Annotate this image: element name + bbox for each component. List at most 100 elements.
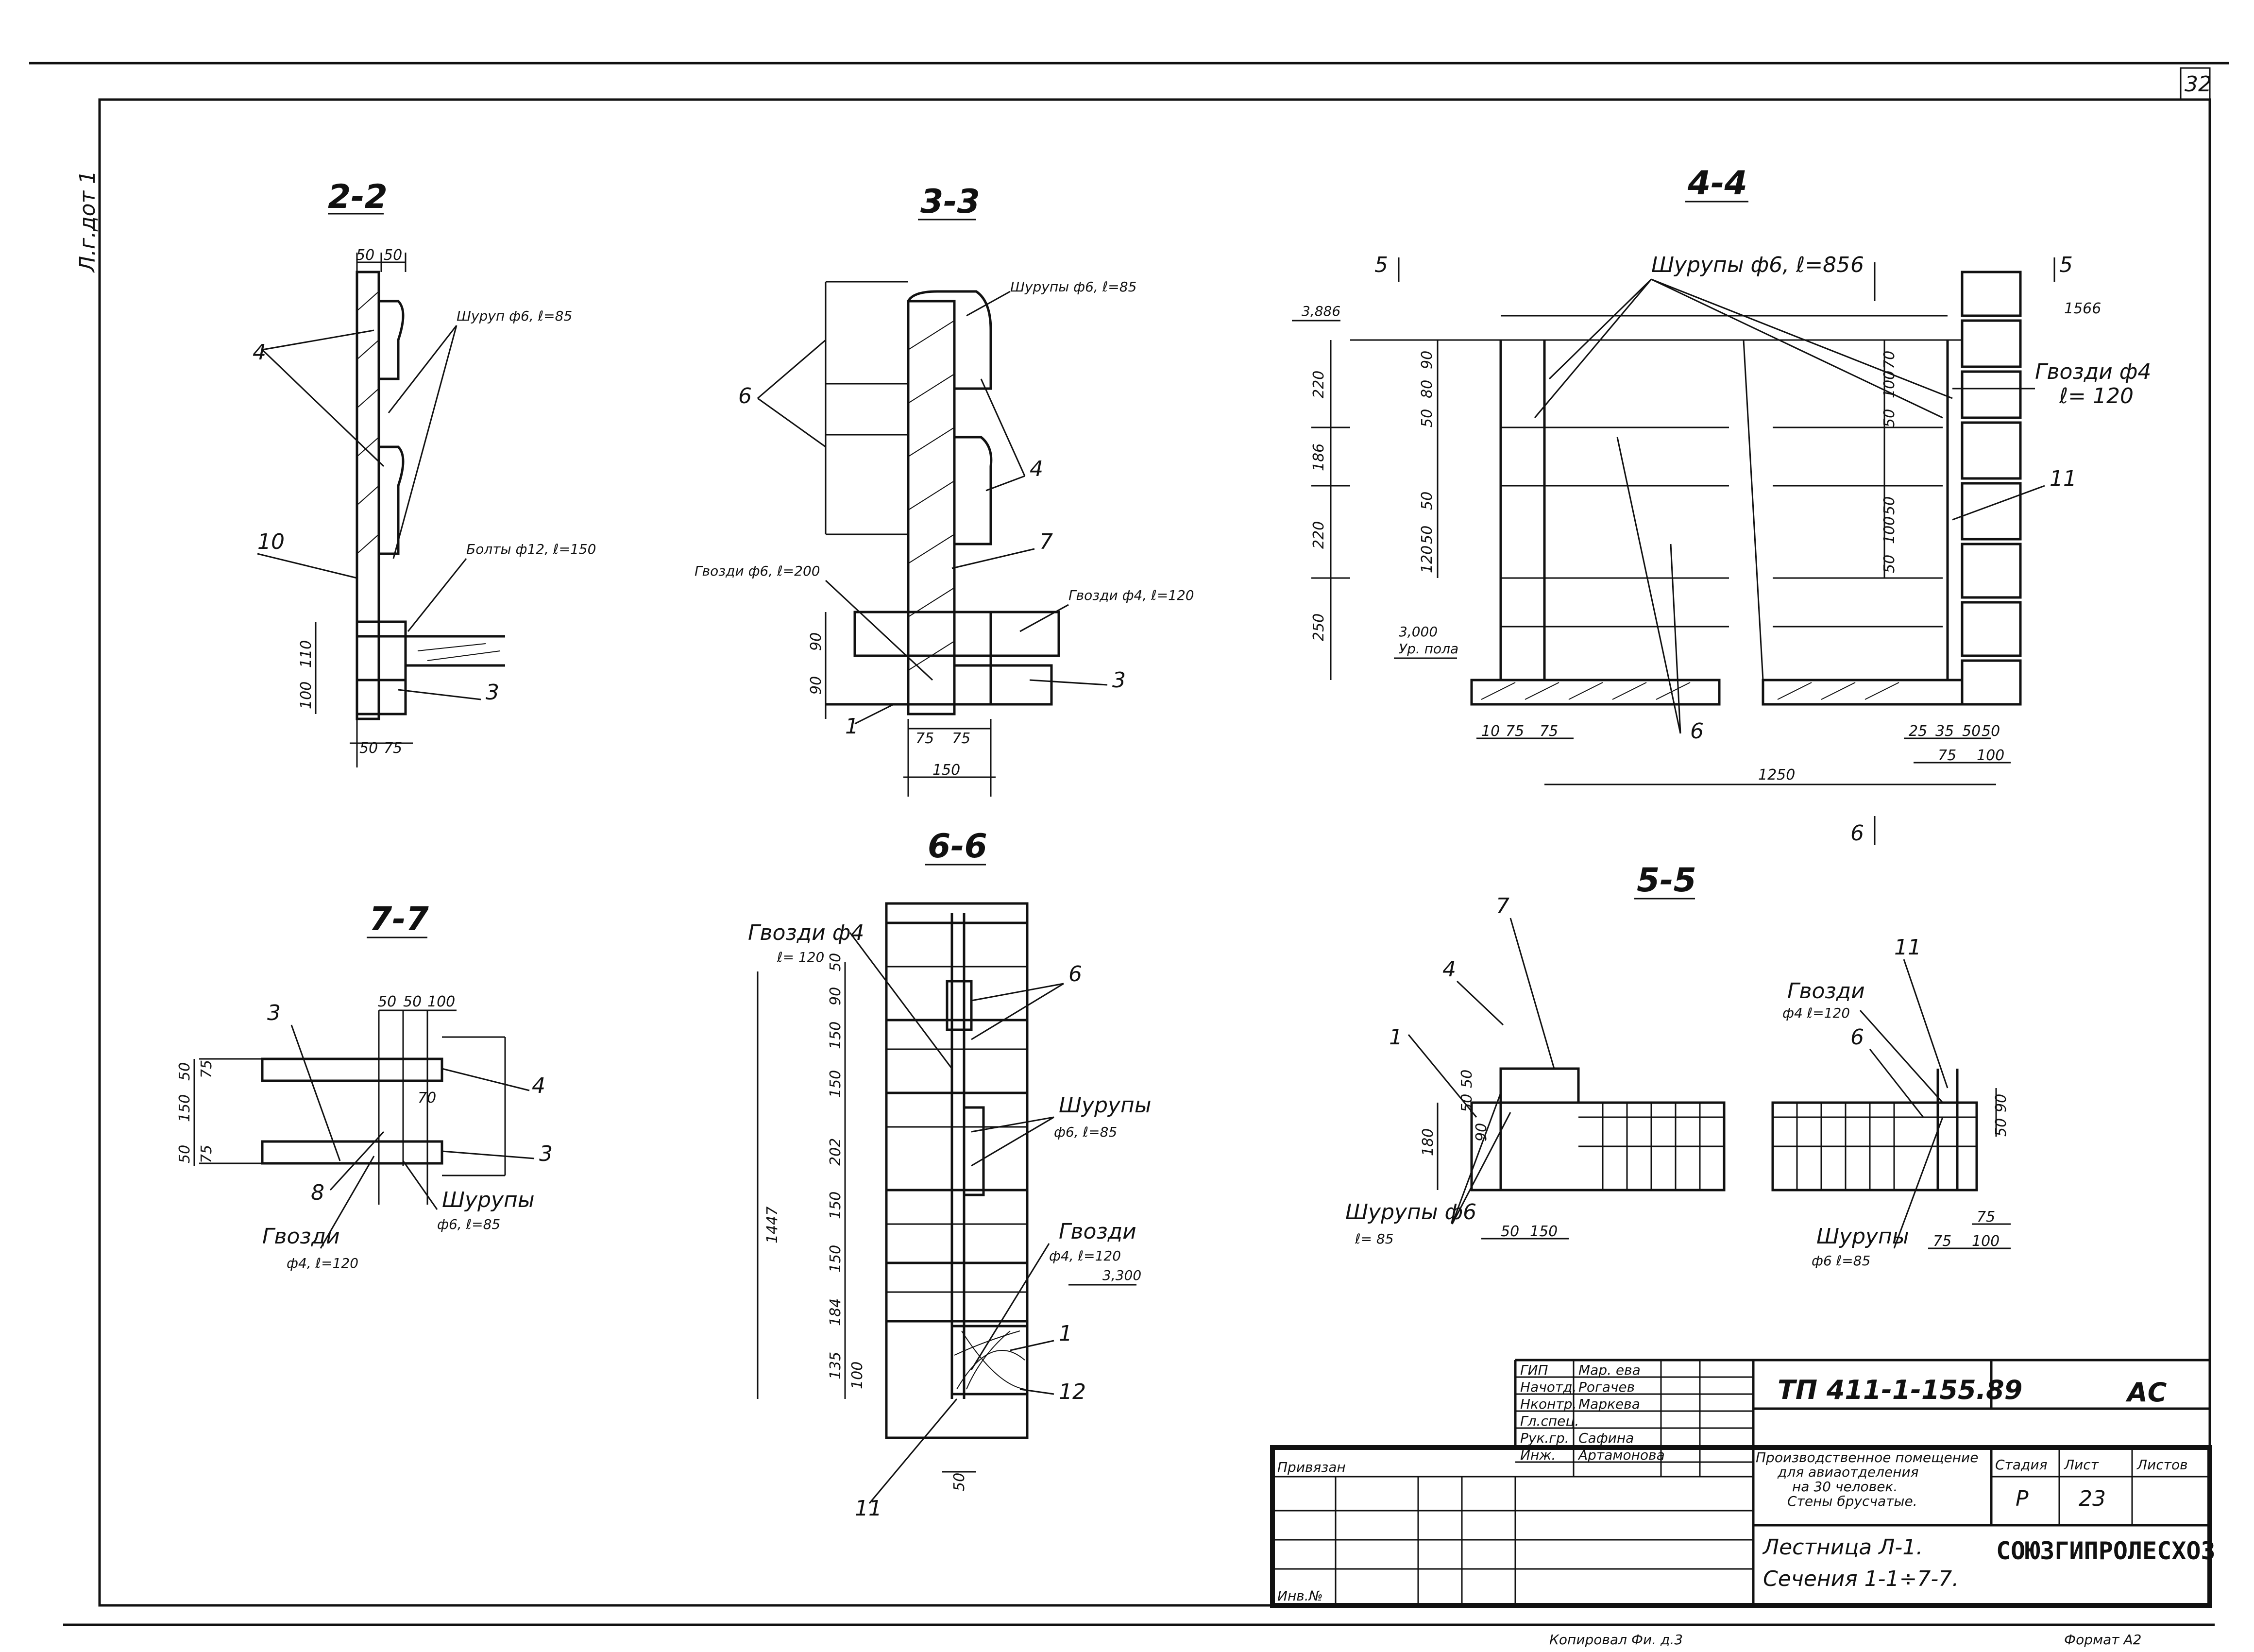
label-screws: Шуруп ф6, ℓ=85 [457, 308, 572, 324]
dim: 120 [1419, 545, 1436, 573]
dim: 90 [827, 987, 844, 1005]
dim: 50 [1419, 409, 1436, 427]
label-bolts: Болты ф12, ℓ=150 [466, 541, 596, 557]
elevation-3300: 3,300 [1102, 1267, 1141, 1283]
label-nails: Гвозди [1787, 979, 1865, 1004]
description-line-2: для авиаотделения [1777, 1464, 1919, 1480]
dim: 80 [1419, 380, 1436, 398]
dim: 100 [1972, 1233, 2000, 1250]
dim: 100 [427, 993, 455, 1010]
page-number-box [2180, 67, 2211, 101]
dim: 150 [932, 762, 960, 779]
section-5-5: 5-5 180 50 50 90 50 150 90 50 [1345, 861, 2011, 1269]
dim: 50 [1962, 723, 1981, 740]
dim-1566: 1566 [2064, 300, 2101, 317]
dim: 75 [384, 740, 402, 757]
dim: 150 [1530, 1223, 1558, 1240]
dim-1250: 1250 [1758, 766, 1795, 783]
dim: 50 [378, 993, 396, 1010]
dim: 50 [1993, 1118, 2010, 1137]
label-7: 7 [1496, 894, 1509, 919]
section-title: 7-7 [369, 900, 429, 938]
page-number: 32 [2185, 72, 2212, 97]
copied-label: Копировал Фи. д.3 [1549, 1632, 1683, 1648]
label-nails-top: Гвозди ф4 [748, 920, 864, 945]
dim: 90 [1473, 1123, 1490, 1141]
cut-6-top: 6 [1850, 253, 1864, 277]
label-nails-spec: ф4, ℓ=120 [287, 1255, 358, 1271]
dim: 75 [1933, 1233, 1951, 1250]
label-nails-mid: Гвозди [1059, 1219, 1136, 1244]
role-6: Инж. [1520, 1447, 1556, 1463]
role-2: Начотд. [1520, 1379, 1576, 1395]
dim: 10 [1481, 723, 1500, 740]
dim: 90 [1993, 1094, 2010, 1112]
sheets-header: Листов [2136, 1457, 2188, 1473]
name-6: Артамонова [1577, 1447, 1665, 1463]
label-3: 3 [1112, 668, 1126, 693]
section-6-6: 6-6 1447 50 90 150 [748, 827, 1152, 1521]
dim: 100 [1881, 371, 1898, 398]
role-4: Гл.спец. [1520, 1413, 1579, 1429]
dim: 75 [198, 1145, 215, 1163]
elevation-bottom: 3,000 [1399, 624, 1438, 640]
dim: 75 [1977, 1209, 1995, 1226]
dim: 220 [1310, 521, 1327, 549]
dim: 50 [1501, 1223, 1519, 1240]
role-5: Рук.гр. [1520, 1430, 1569, 1446]
section-title: 6-6 [928, 827, 987, 866]
label-3: 3 [486, 680, 499, 705]
dim: 150 [827, 1192, 844, 1219]
label-4: 4 [532, 1073, 545, 1098]
label-6: 6 [1850, 1025, 1864, 1050]
dim: 35 [1935, 723, 1954, 740]
label-screws-right-spec: ф6 ℓ=85 [1812, 1253, 1870, 1269]
dim: 50 [1881, 555, 1898, 573]
organization-name: СОЮЗГИПРОЛЕСХОЗ [1996, 1537, 2216, 1565]
drawing-frame [98, 98, 2211, 1607]
label-1: 1 [1059, 1321, 1072, 1346]
label-7: 7 [1039, 529, 1053, 554]
dim: 150 [827, 1245, 844, 1273]
drawing-mark: АС [2125, 1377, 2167, 1408]
role-1: ГИП [1520, 1362, 1548, 1378]
role-3: Нконтр. [1520, 1396, 1576, 1412]
label-1: 1 [1389, 1025, 1403, 1050]
dim: 25 [1909, 723, 1927, 740]
name-2: Рогачев [1578, 1379, 1635, 1395]
label-11: 11 [2050, 466, 2077, 491]
dim: 100 [1881, 516, 1898, 544]
dim: 100 [298, 681, 315, 709]
label-8: 8 [311, 1180, 324, 1205]
section-3-3: 3-3 90 90 75 75 150 Шурупы ф6, ℓ=85 [695, 183, 1194, 797]
dim: 50 [951, 1473, 968, 1491]
dim: 50 [356, 247, 374, 264]
drawing-title-2: Сечения 1-1÷7-7. [1763, 1567, 1959, 1591]
section-2-2: 2-2 50 50 110 100 50 75 4 [253, 178, 596, 767]
label-11: 11 [855, 1496, 882, 1521]
dim: 100 [849, 1362, 866, 1389]
label-11: 11 [1894, 935, 1921, 960]
dim: 50 [1419, 492, 1436, 510]
section-7-7: 7-7 50 50 100 75 50 150 50 75 70 3 4 3 8… [176, 900, 553, 1271]
dim: 250 [1310, 613, 1327, 641]
label-3-bottom: 3 [539, 1141, 553, 1166]
dim: 100 [1977, 747, 2004, 764]
dim: 70 [1881, 351, 1898, 369]
dim: 150 [827, 1022, 844, 1049]
dim: 50 [176, 1062, 193, 1081]
label-4: 4 [1030, 457, 1043, 481]
dim: 75 [1540, 723, 1558, 740]
dim: 50 [1458, 1070, 1475, 1088]
cut-6-bottom: 6 [1850, 821, 1864, 846]
dim: 202 [827, 1138, 844, 1166]
label-3-top: 3 [267, 1001, 281, 1025]
dim: 90 [808, 632, 825, 651]
label-screws-left-spec: ℓ= 85 [1355, 1231, 1394, 1247]
section-title: 5-5 [1637, 861, 1696, 900]
dim: 50 [1881, 409, 1898, 427]
stage-value: Р [2016, 1486, 2029, 1511]
name-1: Мар. ева [1578, 1362, 1641, 1378]
dim: 50 [1419, 526, 1436, 544]
dim: 50 [827, 953, 844, 971]
